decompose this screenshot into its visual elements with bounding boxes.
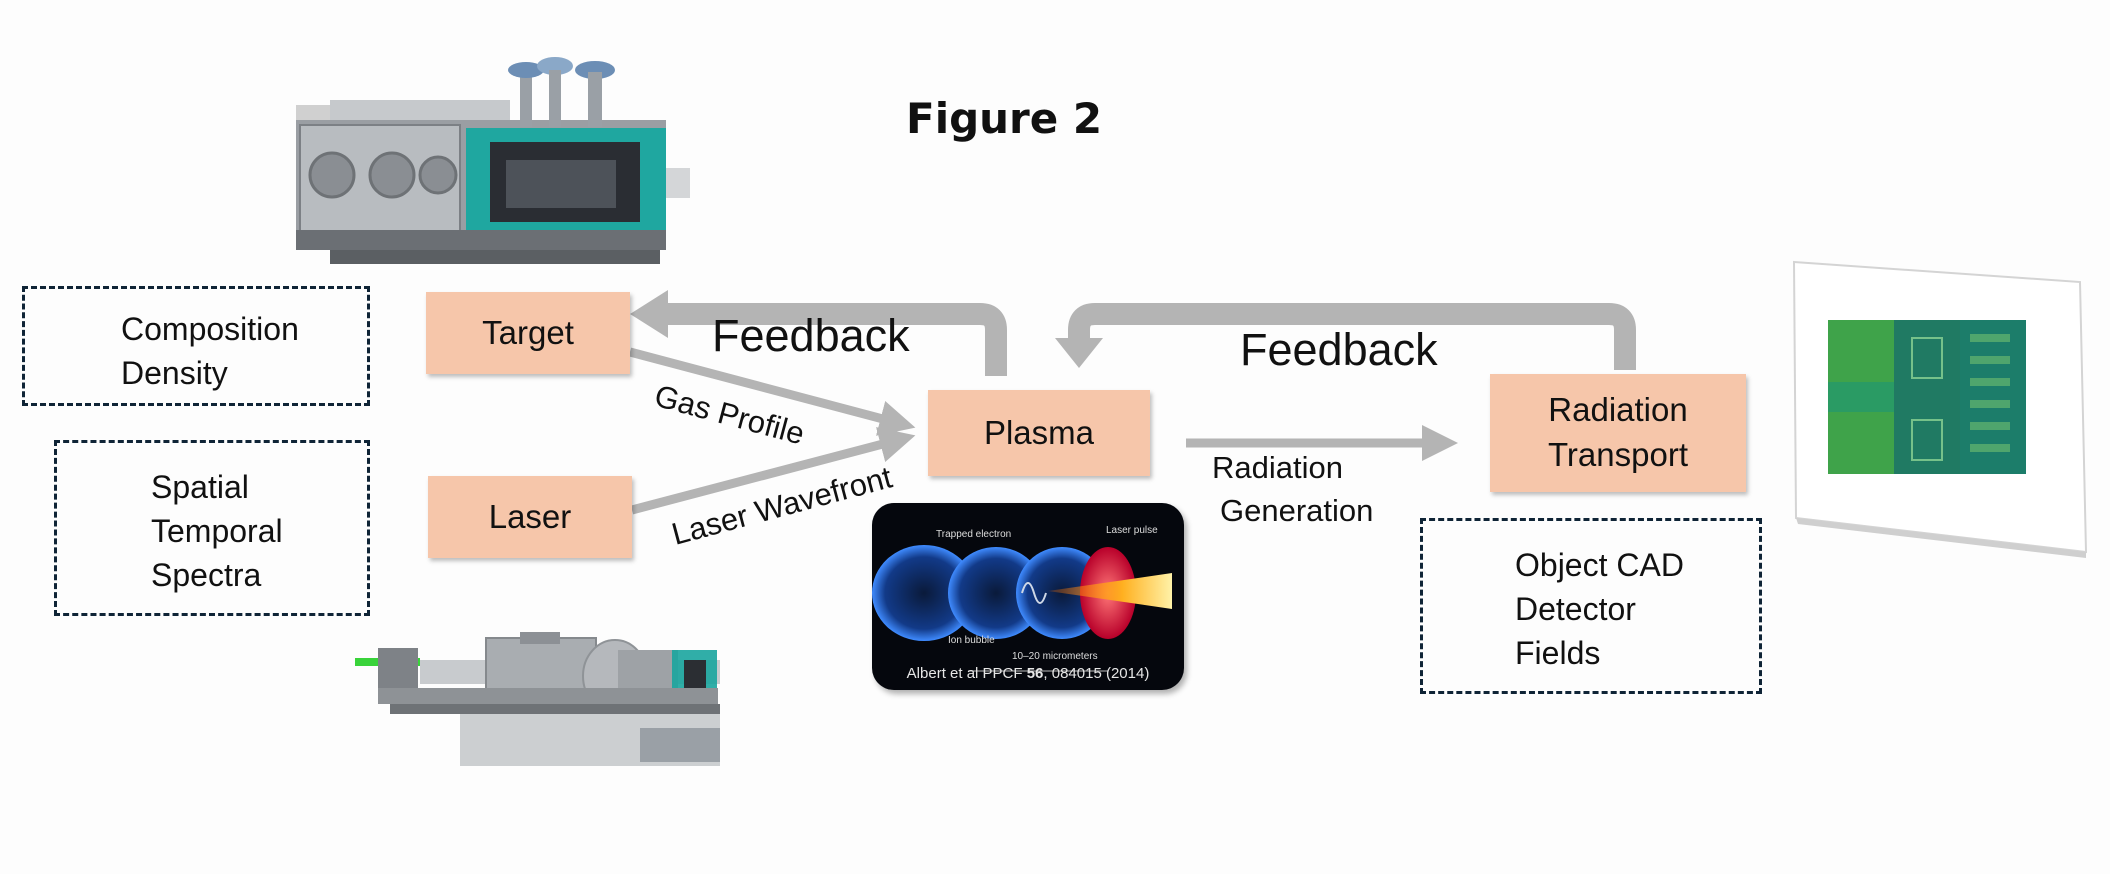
feedback-left-arrowhead bbox=[630, 290, 668, 338]
note-spectra: Spectra bbox=[151, 557, 262, 594]
gas-profile-arrow bbox=[628, 347, 916, 436]
inset-citation: Albert et al PPCF 56, 084015 (2014) bbox=[872, 665, 1184, 682]
electron-beam-shape bbox=[1048, 573, 1172, 609]
radiation-properties-note: Object CAD Detector Fields bbox=[1420, 518, 1762, 694]
feedback-left-arrow bbox=[660, 303, 1007, 376]
feedback-right-label: Feedback bbox=[1240, 324, 1438, 375]
radiation-generation-line-1: Radiation bbox=[1212, 450, 1343, 485]
citation-text: Albert et al PPCF bbox=[906, 665, 1027, 682]
ion-bubble-shape bbox=[872, 545, 976, 641]
plasma-node: Plasma bbox=[928, 390, 1150, 476]
radiation-transport-node: Radiation Transport bbox=[1490, 374, 1746, 492]
note-temporal: Temporal bbox=[151, 513, 283, 550]
laser-wavefront-arrow bbox=[630, 427, 916, 515]
radiation-generation-label: Radiation Generation bbox=[1212, 446, 1373, 533]
laser-pulse-label: Laser pulse bbox=[1106, 525, 1158, 536]
feedback-right-arrowhead bbox=[1055, 338, 1103, 368]
scale-label: 10–20 micrometers bbox=[1012, 651, 1098, 662]
ion-bubble-label: Ion bubble bbox=[948, 635, 995, 646]
feedback-right-arrow bbox=[1068, 303, 1636, 370]
radiation-transport-line-2: Transport bbox=[1548, 436, 1688, 473]
radiation-generation-line-2: Generation bbox=[1220, 493, 1374, 529]
citation-pages: , 084015 (2014) bbox=[1043, 665, 1150, 682]
trapped-electron-label: Trapped electron bbox=[936, 529, 1012, 540]
note-density: Density bbox=[121, 355, 228, 392]
laser-properties-note: Spatial Temporal Spectra bbox=[54, 440, 370, 616]
target-node: Target bbox=[426, 292, 630, 374]
laser-node: Laser bbox=[428, 476, 632, 558]
note-detector: Detector bbox=[1515, 591, 1636, 628]
note-fields: Fields bbox=[1515, 635, 1601, 672]
note-object-cad: Object CAD bbox=[1515, 547, 1684, 583]
radiation-transport-line-1: Radiation bbox=[1548, 391, 1688, 429]
target-properties-note: Composition Density bbox=[22, 286, 370, 406]
figure-title: Figure 2 bbox=[906, 94, 1103, 143]
note-spatial: Spatial bbox=[151, 469, 249, 505]
note-composition: Composition bbox=[121, 311, 299, 347]
plasma-bubble-inset: Trapped electron Laser pulse Ion bubble … bbox=[872, 503, 1184, 690]
citation-volume: 56 bbox=[1026, 665, 1044, 682]
feedback-left-label: Feedback bbox=[712, 310, 910, 361]
